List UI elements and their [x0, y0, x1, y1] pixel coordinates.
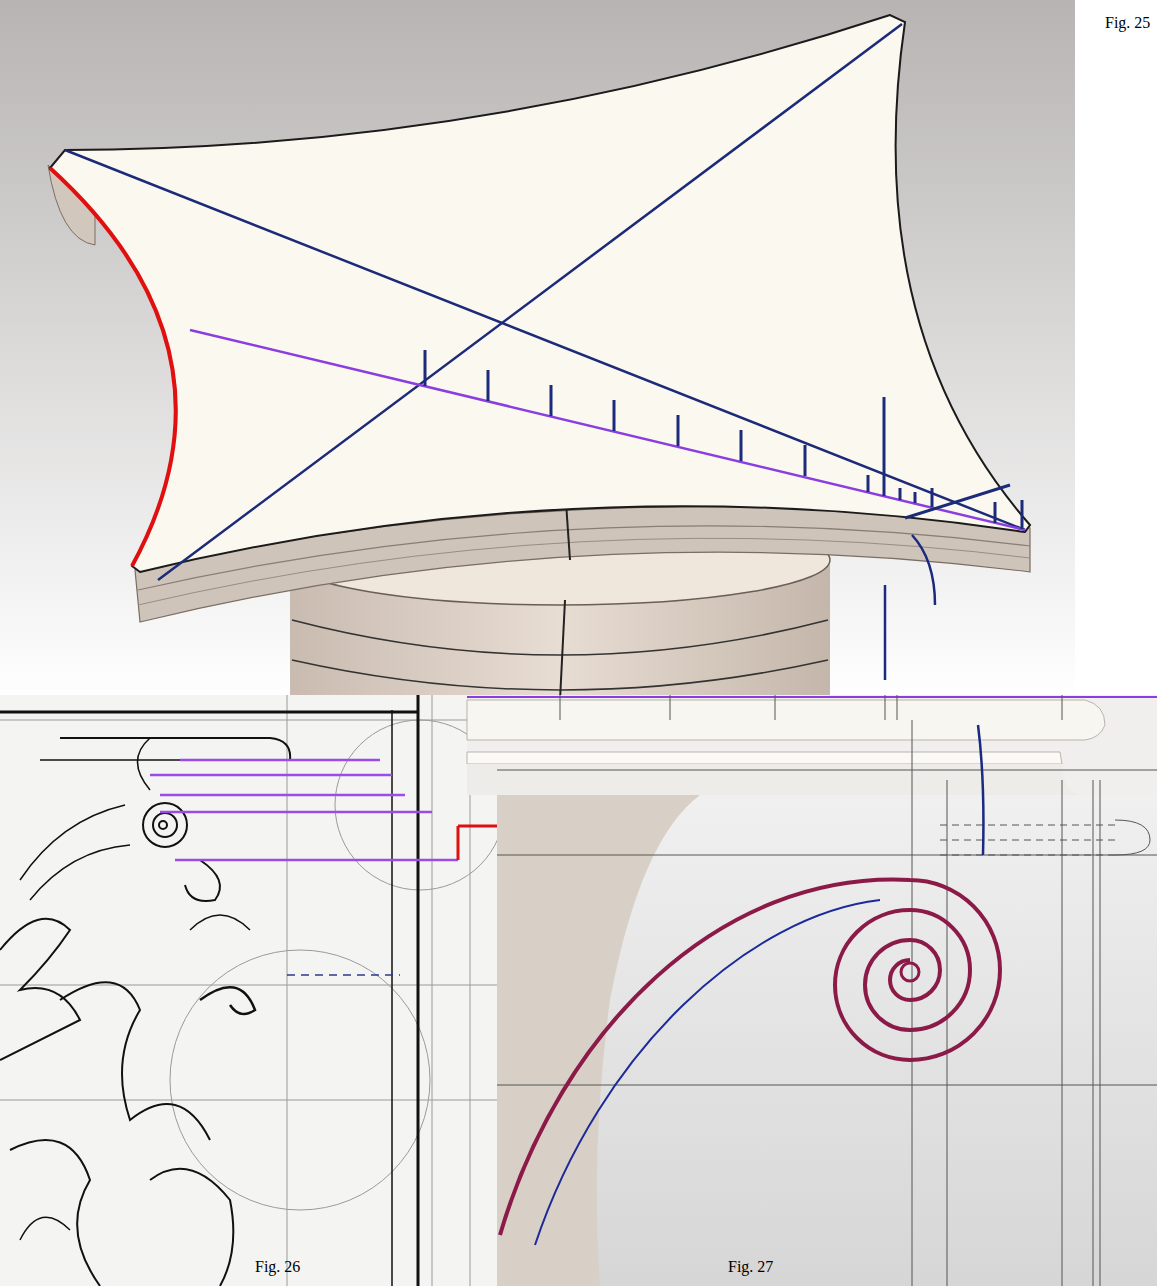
figure-label: Fig. 26 [255, 1258, 300, 1276]
figure-label: Fig. 27 [728, 1258, 773, 1276]
abacus-curve-highlight [50, 168, 176, 566]
figure-label: Fig. 25 [1105, 14, 1150, 32]
construction-lines [65, 24, 1025, 580]
volute-render [467, 695, 1157, 1286]
scanned-drawing [0, 695, 505, 1286]
render-background [0, 0, 1075, 700]
